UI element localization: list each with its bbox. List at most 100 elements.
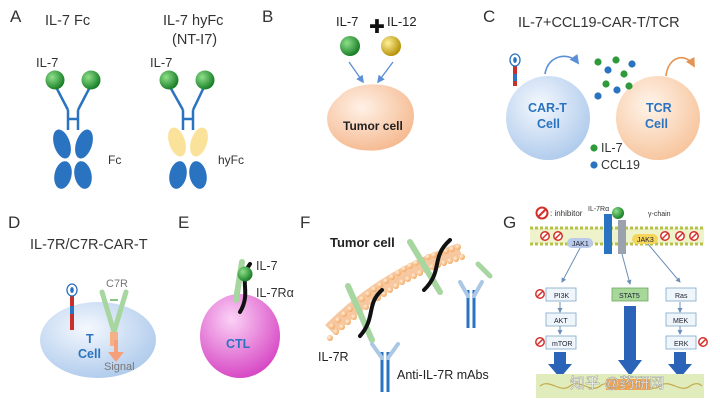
ras-box [665, 287, 697, 302]
f-il7r-label: IL-7R [318, 350, 349, 364]
car-receptor [509, 53, 521, 86]
pi3k-label: PI3K [554, 293, 570, 300]
anti-il7r-antibody [370, 342, 400, 392]
ctl-label: CTL [226, 337, 251, 351]
legend-ccl19-dot [590, 161, 598, 169]
erk-box [665, 335, 697, 350]
d-t-label: T [86, 332, 94, 346]
il7-ball [237, 266, 253, 282]
hyfc-label: hyFc [218, 153, 244, 167]
membrane-inhibitors [540, 231, 699, 241]
il7-ball [612, 207, 624, 219]
ctl-cell [200, 294, 280, 378]
panel-g: G : inhibitor IL-7Rα γ-chain JAK1 JAK3 [503, 206, 708, 398]
panel-g-letter: G [503, 213, 516, 232]
mek-box [665, 312, 697, 327]
il7-ball [195, 70, 215, 90]
f-tumor-label: Tumor cell [330, 235, 395, 250]
jak1-label: JAK1 [572, 241, 589, 248]
panel-d-letter: D [8, 213, 20, 232]
c7r-receptor [99, 289, 129, 346]
il7-fc-title: IL-7 Fc [45, 13, 90, 29]
e-il7-label: IL-7 [256, 259, 278, 273]
panel-b-letter: B [262, 7, 273, 26]
watermark: 知乎 @药研网 [570, 375, 664, 392]
pathway-arrows [557, 243, 683, 335]
jak3-label: JAK3 [637, 237, 654, 244]
f-mabs-label: Anti-IL-7R mAbs [397, 368, 489, 382]
panel-b: B IL-7 ✚ IL-12 Tumor cell [262, 7, 417, 151]
panel-e: E CTL IL-7 IL-7Rα [178, 213, 294, 378]
jak1-box [567, 238, 593, 248]
il7-hyfc-title: IL-7 hyFc [163, 13, 223, 29]
il7r-receptor [345, 283, 384, 343]
jak3-box [632, 234, 658, 244]
e-il7ra-label: IL-7Rα [256, 286, 294, 300]
anti-il7r-antibody [458, 280, 484, 328]
car-t-label: CAR-T [528, 101, 567, 115]
c7r-label: C7R [106, 278, 128, 290]
signal-arrow [108, 340, 124, 362]
akt-label: AKT [554, 318, 568, 325]
il7-ball [340, 36, 360, 56]
b-il12-label: IL-12 [387, 14, 417, 29]
signal-label: Signal [104, 361, 135, 373]
nucleus-arrows [548, 306, 692, 378]
il7-fc-molecule [45, 70, 101, 189]
panel-c-letter: C [483, 7, 495, 26]
il7-label-left: IL-7 [36, 55, 58, 70]
b-tumor-label: Tumor cell [343, 119, 403, 133]
il7-ball [81, 70, 101, 90]
panel-a-letter: A [10, 7, 22, 26]
d-cell-label: Cell [78, 347, 101, 361]
erk-label: ERK [674, 341, 689, 348]
b-il7-label: IL-7 [336, 14, 358, 29]
tcr-label: TCR [646, 101, 672, 115]
panel-d-title: IL-7R/C7R-CAR-T [30, 237, 148, 253]
panel-c: C IL-7+CCL19-CAR-T/TCR CAR-T Cell TCR Ce… [483, 7, 700, 172]
tcr-cell [616, 76, 700, 160]
secreted-cytokines [594, 56, 636, 100]
panel-e-letter: E [178, 213, 189, 232]
legend-ccl19-label: CCL19 [601, 158, 640, 172]
il7r-receptor [475, 261, 493, 279]
plus-symbol: ✚ [369, 17, 385, 38]
legend-il7-dot [590, 144, 598, 152]
gene-box [606, 379, 650, 390]
panel-a: A IL-7 Fc IL-7 hyFc (NT-I7) IL-7 IL-7 Fc [10, 7, 244, 189]
inhibitor-label: : inhibitor [550, 209, 583, 218]
il7-ball [45, 70, 65, 90]
g-il7ra-label: IL-7Rα [588, 206, 609, 213]
legend-il7-label: IL-7 [601, 141, 623, 155]
gamma-chain-label: γ-chain [648, 211, 671, 218]
il7-ball [159, 70, 179, 90]
akt-box [545, 312, 577, 327]
il7ra-chain [604, 214, 612, 254]
car-receptor [66, 283, 78, 330]
mtor-box [545, 335, 577, 350]
car-t-cell-label: Cell [537, 117, 560, 131]
tcr-arrow [665, 56, 695, 77]
car-t-cell [506, 76, 590, 160]
fc-label: Fc [108, 153, 121, 167]
mek-label: MEK [673, 318, 689, 325]
autocrine-arrow [544, 53, 580, 75]
ras-label: Ras [675, 293, 688, 300]
arrow [348, 61, 364, 84]
mtor-label: mTOR [552, 341, 572, 348]
il7-label-right: IL-7 [150, 55, 172, 70]
hyfc-hinge [190, 127, 208, 157]
panel-f-letter: F [300, 213, 310, 232]
t-cell [40, 302, 156, 378]
il7r-receptor [407, 238, 452, 295]
tumor-cell [327, 84, 414, 151]
il12-ball [381, 36, 401, 56]
pi3k-box [545, 287, 577, 302]
panel-f: F Tumor cell [300, 213, 493, 392]
arrow [377, 61, 394, 84]
tcr-cell-label: Cell [645, 117, 668, 131]
gamma-chain [618, 220, 626, 254]
stat5-box [611, 287, 649, 302]
